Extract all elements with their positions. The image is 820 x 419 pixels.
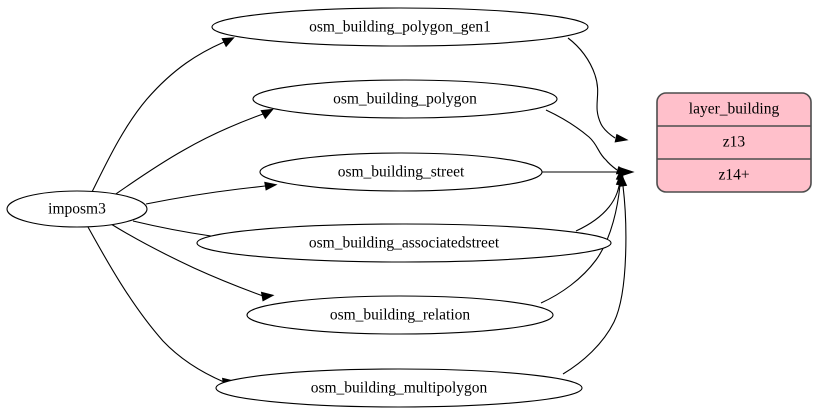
- node-imposm3[interactable]: imposm3: [6, 190, 148, 228]
- node-osm_building_polygon[interactable]: osm_building_polygon: [252, 79, 558, 119]
- node-osm_building_associatedstreet-shape[interactable]: [196, 223, 612, 263]
- node-osm_building_associatedstreet[interactable]: osm_building_associatedstreet: [196, 223, 612, 263]
- node-osm_building_street[interactable]: osm_building_street: [259, 152, 543, 192]
- node-osm_building_relation-shape[interactable]: [246, 295, 554, 335]
- node-layer_building-shape[interactable]: [656, 92, 812, 193]
- node-imposm3-shape[interactable]: [6, 190, 148, 228]
- node-osm_building_relation-label: osm_building_relation: [330, 307, 471, 324]
- node-osm_building_multipolygon-shape[interactable]: [215, 368, 583, 408]
- edge-osm_building_polygon_gen1-to-zoom-z13: [567, 37, 629, 143]
- record-row-zoom-z14plus: z14+: [718, 167, 749, 184]
- record-row-zoom-z13: z13: [723, 134, 746, 151]
- node-osm_building_polygon_gen1-label: osm_building_polygon_gen1: [309, 19, 491, 36]
- edge-imposm3-to-osm_building_multipolygon: [87, 226, 236, 389]
- edge-osm_building_multipolygon-to-zoom-z14plus: [562, 172, 628, 375]
- record-row-layer-name: layer_building: [689, 101, 780, 118]
- node-osm_building_relation[interactable]: osm_building_relation: [246, 295, 554, 335]
- node-osm_building_polygon-shape[interactable]: [252, 79, 558, 119]
- node-osm_building_polygon_gen1-shape[interactable]: [211, 7, 589, 47]
- node-osm_building_associatedstreet-label: osm_building_associatedstreet: [309, 235, 500, 252]
- edge-imposm3-to-osm_building_polygon_gen1: [91, 37, 235, 193]
- node-imposm3-label: imposm3: [48, 201, 106, 218]
- edge-imposm3-to-osm_building_polygon: [112, 108, 274, 197]
- node-osm_building_polygon-label: osm_building_polygon: [333, 91, 477, 108]
- node-osm_building_street-shape[interactable]: [259, 152, 543, 192]
- edge-osm_building_associatedstreet-to-zoom-z14plus: [575, 167, 625, 232]
- edge-group-tables-to-layer: [540, 37, 635, 375]
- node-osm_building_multipolygon-label: osm_building_multipolygon: [311, 380, 488, 397]
- edge-imposm3-to-osm_building_relation: [110, 223, 275, 302]
- node-osm_building_polygon_gen1[interactable]: osm_building_polygon_gen1: [211, 7, 589, 47]
- edge-imposm3-to-osm_building_street: [145, 181, 278, 205]
- node-osm_building_street-label: osm_building_street: [338, 164, 465, 181]
- node-layer_building[interactable]: layer_building z13 z14+: [656, 92, 812, 193]
- node-osm_building_multipolygon[interactable]: osm_building_multipolygon: [215, 368, 583, 408]
